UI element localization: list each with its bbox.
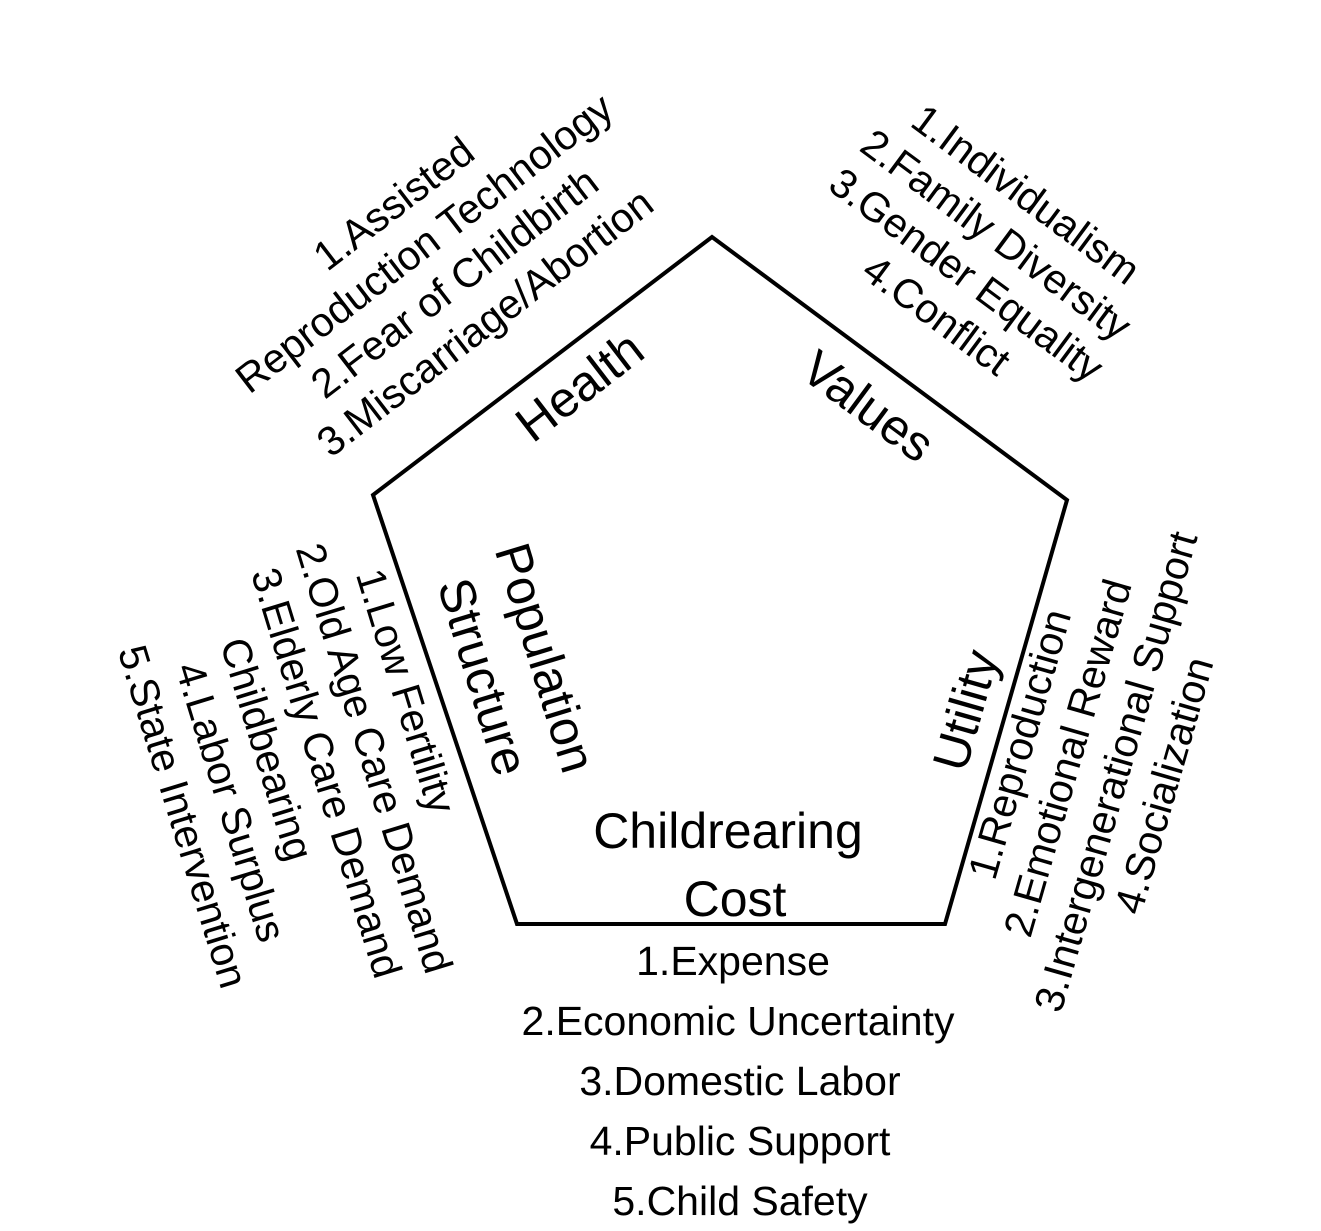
cost-items: 1.Expense 2.Economic Uncertainty 3.Domes… (522, 938, 955, 1224)
values-label: Values (792, 339, 945, 473)
cost-item-3: 3.Domestic Labor (579, 1058, 900, 1104)
cost-group: Childrearing Cost (593, 803, 863, 927)
health-items: 1.Assisted Reproduction Technology 2.Fea… (227, 84, 662, 466)
values-group: Values (792, 339, 945, 473)
cost-item-4: 4.Public Support (590, 1118, 891, 1164)
cost-label-line-1: Childrearing (593, 803, 863, 859)
cost-item-2: 2.Economic Uncertainty (522, 998, 955, 1044)
cost-item-1: 1.Expense (636, 938, 830, 984)
pentagon-outline (370, 234, 1070, 926)
cost-item-5: 5.Child Safety (612, 1178, 868, 1224)
cost-label-line-2: Cost (684, 871, 787, 927)
